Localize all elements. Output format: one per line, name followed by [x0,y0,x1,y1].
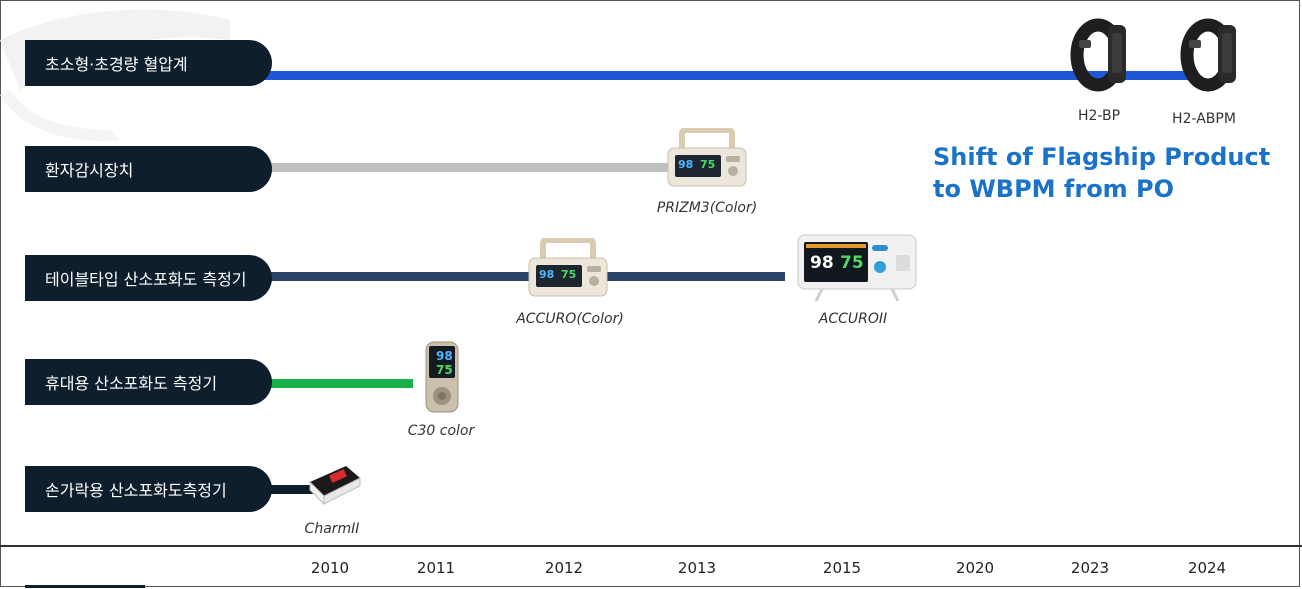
headline-text: Shift of Flagship Product to WBPM from P… [933,141,1270,205]
category-pill-bp: 초소형·초경량 혈압계 [25,40,272,86]
pulse-readout: 75 [700,158,716,171]
pulse-readout: 75 [436,363,453,377]
year-label: 2012 [544,559,584,577]
category-pill-handheld-oximeter: 휴대용 산소포화도 측정기 [25,359,272,405]
category-label: 환자감시장치 [45,161,134,180]
accuro2-monitor-image: 98 75 [796,233,918,303]
product-label-c30: C30 color [407,423,475,439]
headline-line-2: to WBPM from PO [933,175,1175,203]
category-label: 손가락용 산소포화도측정기 [45,481,227,500]
accuro2-spo2-readout: 98 [810,253,834,273]
product-label-h2-abpm: H2-ABPM [1172,111,1236,127]
background-swirl-graphic [0,9,230,141]
year-label: 2023 [1070,559,1110,577]
category-label: 초소형·초경량 혈압계 [45,55,188,74]
category-label: 휴대용 산소포화도 측정기 [45,374,218,393]
year-label: 2015 [822,559,862,577]
spo2-readout: 98 [678,158,694,171]
year-label: 2010 [310,559,350,577]
footer-accent-bar [25,585,145,588]
prizm3-monitor-image: 98 75 [666,127,748,188]
product-label-charm2: CharmII [304,521,360,537]
year-label: 2024 [1187,559,1227,577]
timeline-line-bp [260,71,1190,80]
year-label: 2013 [677,559,717,577]
timeline-line-handheld-oximeter [260,379,413,388]
category-pill-fingertip-oximeter: 손가락용 산소포화도측정기 [25,466,272,512]
headline-line-1: Shift of Flagship Product [933,143,1271,171]
product-label-accuro2: ACCUROII [818,311,888,327]
timeline-line-patient-monitor [260,163,670,172]
accuro-color-monitor-image: 98 75 [527,237,609,298]
year-label: 2011 [416,559,456,577]
category-pill-patient-monitor: 환자감시장치 [25,146,272,192]
year-label: 2020 [955,559,995,577]
timeline-line-fingertip-oximeter [260,485,320,494]
accuro2-pulse-readout: 75 [840,253,864,273]
pulse-readout: 75 [561,268,577,281]
timeline-line-table-oximeter [260,272,785,281]
category-label: 테이블타입 산소포화도 측정기 [45,270,247,289]
wristband-h2-bp-image [1070,18,1126,92]
spo2-readout: 98 [436,349,453,363]
product-label-h2-bp: H2-BP [1077,108,1121,124]
spo2-readout: 98 [539,268,555,281]
category-pill-table-oximeter: 테이블타입 산소포화도 측정기 [25,255,272,301]
product-label-prizm3: PRIZM3(Color) [656,200,758,216]
c30-handheld-image: 98 75 [420,340,464,415]
product-label-accuro-color: ACCURO(Color) [516,311,624,327]
wristband-h2-abpm-image [1180,18,1236,92]
charm2-fingertip-oximeter-image [309,466,361,506]
year-axis-line [0,545,1302,547]
